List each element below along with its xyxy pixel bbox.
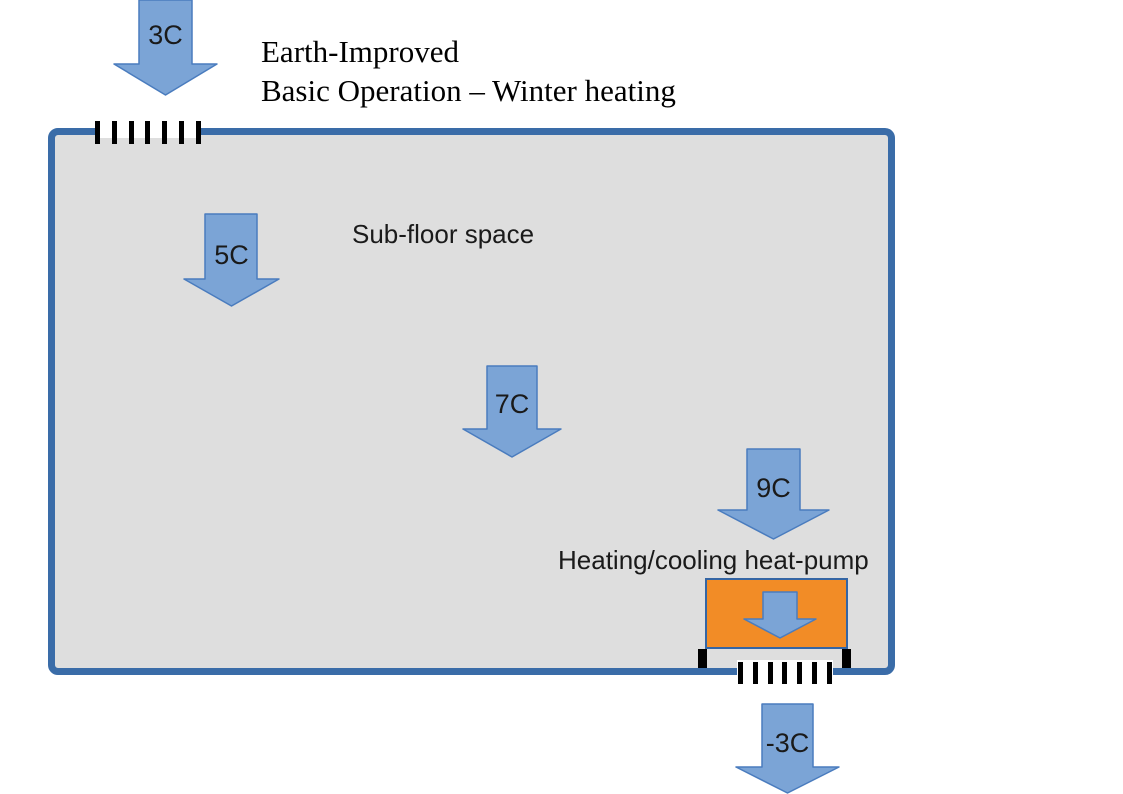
heat-pump-flow-arrow-icon — [743, 591, 817, 639]
temp-arrow-7c-label: 7C — [494, 389, 530, 419]
vent-tick — [128, 121, 134, 144]
vent-tick — [111, 121, 117, 144]
temp-arrow-3c-label: 3C — [148, 20, 183, 50]
temp-arrow-9c: 9C — [717, 448, 830, 540]
vent-tick — [145, 121, 151, 144]
pump-outlet-right-bar — [842, 649, 851, 668]
vent-tick — [797, 662, 803, 684]
temp-arrow-9c-label: 9C — [756, 473, 791, 503]
temp-arrow-5c-label: 5C — [214, 240, 249, 270]
sub-floor-label: Sub-floor space — [352, 219, 535, 249]
slide-title-line2: Basic Operation – Winter heating — [261, 73, 676, 108]
vent-tick — [195, 121, 201, 144]
temp-arrow-neg3c-label: -3C — [765, 728, 810, 758]
vent-tick — [738, 662, 743, 684]
down-arrow-icon — [735, 703, 840, 794]
heat-pump-label: Heating/cooling heat-pump — [558, 545, 869, 575]
temp-arrow-7c: 7C — [462, 365, 562, 458]
down-arrow-icon — [183, 213, 280, 307]
vent-tick — [752, 662, 758, 684]
temp-arrow-5c: 5C — [183, 213, 280, 307]
down-arrow-icon — [113, 0, 218, 96]
vent-tick — [812, 662, 818, 684]
vent-tick — [162, 121, 168, 144]
temp-arrow-neg3c: -3C — [735, 703, 840, 794]
heat-pump — [705, 578, 848, 649]
vent-tick — [826, 662, 832, 684]
down-arrow-icon — [462, 365, 562, 458]
slide-title-line1: Earth-Improved — [261, 34, 459, 69]
vent-tick — [767, 662, 773, 684]
vent-tick — [782, 662, 788, 684]
sub-floor-box — [48, 128, 895, 675]
pump-outlet-left-bar — [698, 649, 707, 668]
temp-arrow-3c: 3C — [113, 0, 218, 96]
bottom-vent-grille — [738, 662, 832, 684]
down-arrow-icon — [717, 448, 830, 540]
vent-tick — [179, 121, 185, 144]
top-vent-grille — [95, 121, 201, 144]
vent-tick — [95, 121, 100, 144]
slide-title: Earth-Improved Basic Operation – Winter … — [261, 32, 676, 110]
